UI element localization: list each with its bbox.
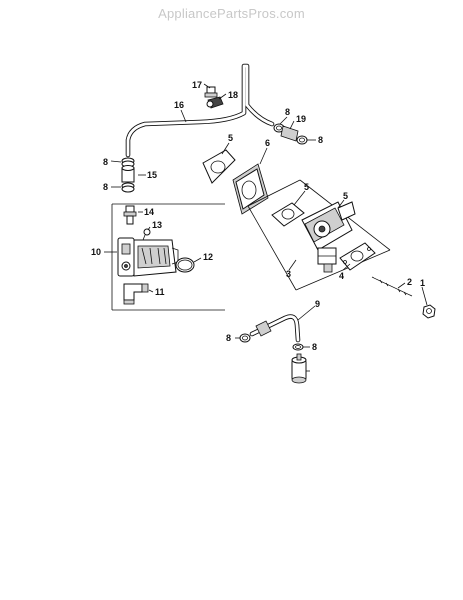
callout-5-middle: 5 — [304, 182, 309, 192]
callout-5-upper: 5 — [228, 133, 233, 143]
fitting-part-14[interactable] — [123, 205, 137, 225]
fuel-hose-part-9[interactable] — [249, 314, 301, 343]
o-ring-part-12[interactable] — [175, 257, 195, 273]
callout-17: 17 — [192, 80, 202, 90]
callout-9: 9 — [315, 299, 320, 309]
fuel-filter-part-7[interactable] — [291, 353, 307, 384]
callout-10: 10 — [91, 247, 101, 257]
callout-8-left-bottom: 8 — [103, 182, 108, 192]
callout-19: 19 — [296, 114, 306, 124]
callout-2: 2 — [407, 277, 412, 287]
callout-15: 15 — [147, 170, 157, 180]
callout-8-right: 8 — [318, 135, 323, 145]
elbow-fitting-part-11[interactable] — [123, 283, 149, 305]
hose-clamp-part-8-lower-right[interactable] — [292, 343, 304, 351]
fuel-pump-part-10[interactable] — [117, 237, 179, 277]
callout-13: 13 — [152, 220, 162, 230]
callout-4: 4 — [339, 271, 344, 281]
fuel-tube-part-16[interactable] — [125, 63, 275, 158]
callout-12: 12 — [203, 252, 213, 262]
fitting-part-17[interactable] — [204, 86, 218, 98]
stud-part-2[interactable] — [371, 276, 413, 297]
spacer-part-6[interactable] — [232, 163, 269, 215]
fuel-pump-assembly-bracket-10 — [111, 203, 225, 311]
elbow-part-18[interactable] — [206, 96, 224, 109]
fuel-hose-part-15[interactable] — [121, 165, 135, 183]
callout-6: 6 — [265, 138, 270, 148]
callout-8-lower-right: 8 — [312, 342, 317, 352]
callout-5-carburetor: 5 — [343, 191, 348, 201]
gasket-part-5-upper[interactable] — [202, 149, 236, 184]
hose-clamp-part-8-lower-left[interactable] — [239, 333, 251, 343]
watermark-text: AppliancePartsPros.com — [158, 6, 305, 21]
fuel-hose-part-19[interactable] — [280, 125, 299, 142]
hose-clamp-part-8-right[interactable] — [296, 135, 308, 145]
gasket-part-4[interactable] — [339, 242, 376, 271]
hose-clamp-part-8-left-bottom[interactable] — [121, 182, 135, 193]
gasket-part-5-middle[interactable] — [271, 202, 305, 227]
leader-lines — [104, 83, 428, 372]
callout-8-upper: 8 — [285, 107, 290, 117]
callout-8-lower-left: 8 — [226, 333, 231, 343]
screw-part-13[interactable] — [142, 228, 151, 241]
carburetor-part-5[interactable] — [301, 201, 356, 273]
callout-11: 11 — [155, 287, 165, 297]
callout-1: 1 — [420, 278, 425, 288]
callout-3: 3 — [286, 269, 291, 279]
callout-8-left-top: 8 — [103, 157, 108, 167]
callout-18: 18 — [228, 90, 238, 100]
nut-part-1[interactable] — [422, 304, 436, 319]
callout-16: 16 — [174, 100, 184, 110]
callout-14: 14 — [144, 207, 154, 217]
